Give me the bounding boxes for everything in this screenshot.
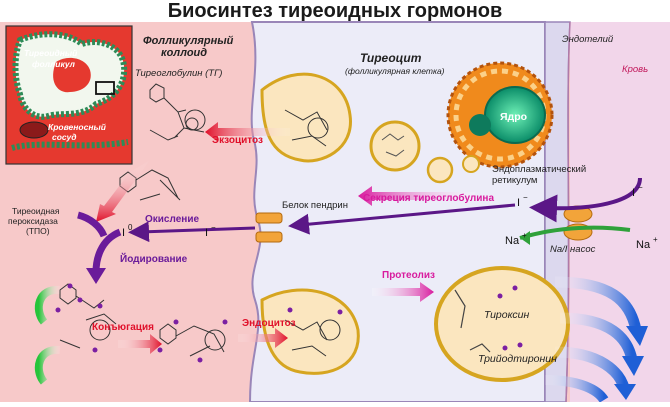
conjugation-arrow xyxy=(118,334,162,354)
ion-i-minus-er: I − xyxy=(517,193,528,209)
exocytosis-vesicle xyxy=(260,72,352,163)
er-label-2: ретикулум xyxy=(492,175,537,186)
iodine-dots xyxy=(55,283,523,363)
nucleus-label: Ядро xyxy=(500,111,527,123)
proteolysis-label: Протеолиз xyxy=(382,270,435,281)
blood-label: Кровь xyxy=(622,64,648,75)
ion-i-zero: I 0 xyxy=(122,223,133,239)
triiodothyronine-label: Трийодтиронин xyxy=(478,353,557,365)
iodination-label: Йодирование xyxy=(120,252,188,265)
inset-follicle-label-2: фолликул xyxy=(32,59,76,69)
tpo-label-1: Тиреоидная xyxy=(12,206,60,216)
oxidation-arrow xyxy=(128,221,256,243)
endothelium-label: Эндотелий xyxy=(562,34,614,45)
endocytosis-arrow xyxy=(238,328,288,348)
diagram-title: Биосинтез тиреоидных гормонов xyxy=(168,0,503,22)
thyrocyte-label: Тиреоцит xyxy=(360,51,422,65)
tpo-label-2: пероксидаза xyxy=(8,216,58,226)
hormone-release-arrows xyxy=(544,276,648,403)
nucleus-er-group: Ядро xyxy=(446,61,554,169)
endocytosis-label: Эндоцитоз xyxy=(242,318,296,329)
blood-iodide-arrow xyxy=(529,177,642,223)
ion-i-minus-blood: I − xyxy=(632,183,643,199)
svg-text:0: 0 xyxy=(128,223,133,232)
svg-text:I: I xyxy=(205,227,208,239)
tg-molecules xyxy=(59,83,341,357)
oxidation-label: Окисление xyxy=(145,214,199,225)
ion-na-plus-cell: Na + xyxy=(505,231,527,247)
tg-secretion-label: Секреция тиреоглобулина xyxy=(363,192,494,204)
tpo-label-3: (ТПО) xyxy=(26,226,50,236)
conjugation-green-arrow-2 xyxy=(34,345,61,385)
svg-text:−: − xyxy=(211,223,216,232)
svg-text:Na: Na xyxy=(505,235,520,247)
thyroglobulin-label: Тиреоглобулин (ТГ) xyxy=(135,68,222,79)
na-arrow xyxy=(519,225,631,240)
inset-vessel-label-2: сосуд xyxy=(52,132,77,142)
svg-text:−: − xyxy=(523,193,528,202)
tg-vesicles xyxy=(369,120,480,184)
exocytosis-label: Экзоцитоз xyxy=(212,135,263,146)
inset-vessel-label-1: Кровеносный xyxy=(48,122,107,132)
svg-text:−: − xyxy=(638,183,643,192)
follicular-colloid-label-2: коллоид xyxy=(161,47,207,59)
pendrin-transporter xyxy=(255,212,283,243)
pendrin-label: Белок пендрин xyxy=(282,200,348,211)
nucleus xyxy=(484,86,546,144)
proteolysis-arrow xyxy=(372,282,434,302)
iodination-arrow xyxy=(86,268,106,284)
conjugation-green-arrow-1 xyxy=(34,285,61,325)
iodide-transport-arrow xyxy=(288,203,516,235)
svg-text:+: + xyxy=(522,231,527,240)
svg-text:Na: Na xyxy=(636,239,651,251)
ion-i-minus-cell: I − xyxy=(205,223,216,239)
er-label-1: Эндоплазматический xyxy=(492,164,586,175)
svg-text:I: I xyxy=(122,227,125,239)
follicle-inset: Тиреоидный фолликул Кровеносный сосуд xyxy=(5,25,133,165)
tg-secretion-arrow xyxy=(358,186,475,206)
follicular-colloid-label-1: Фолликулярный xyxy=(143,35,234,47)
ion-na-plus-blood: Na + xyxy=(636,235,658,251)
proteolysis-lysosome xyxy=(434,266,570,382)
thyrocyte-sublabel: (фолликулярная клетка) xyxy=(345,66,445,76)
na-i-pump-label: Na/I насос xyxy=(550,244,596,255)
svg-text:I: I xyxy=(632,187,635,199)
inset-follicle-label-1: Тиреоидный xyxy=(24,48,78,58)
svg-text:+: + xyxy=(653,235,658,244)
conjugation-label: Конъюгация xyxy=(92,322,154,333)
thyroxine-label: Тироксин xyxy=(484,309,530,321)
endocytosis-vesicle xyxy=(260,288,360,375)
svg-text:I: I xyxy=(517,197,520,209)
tg-to-iodination-arrow xyxy=(96,160,150,222)
exocytosis-arrow xyxy=(205,122,290,142)
